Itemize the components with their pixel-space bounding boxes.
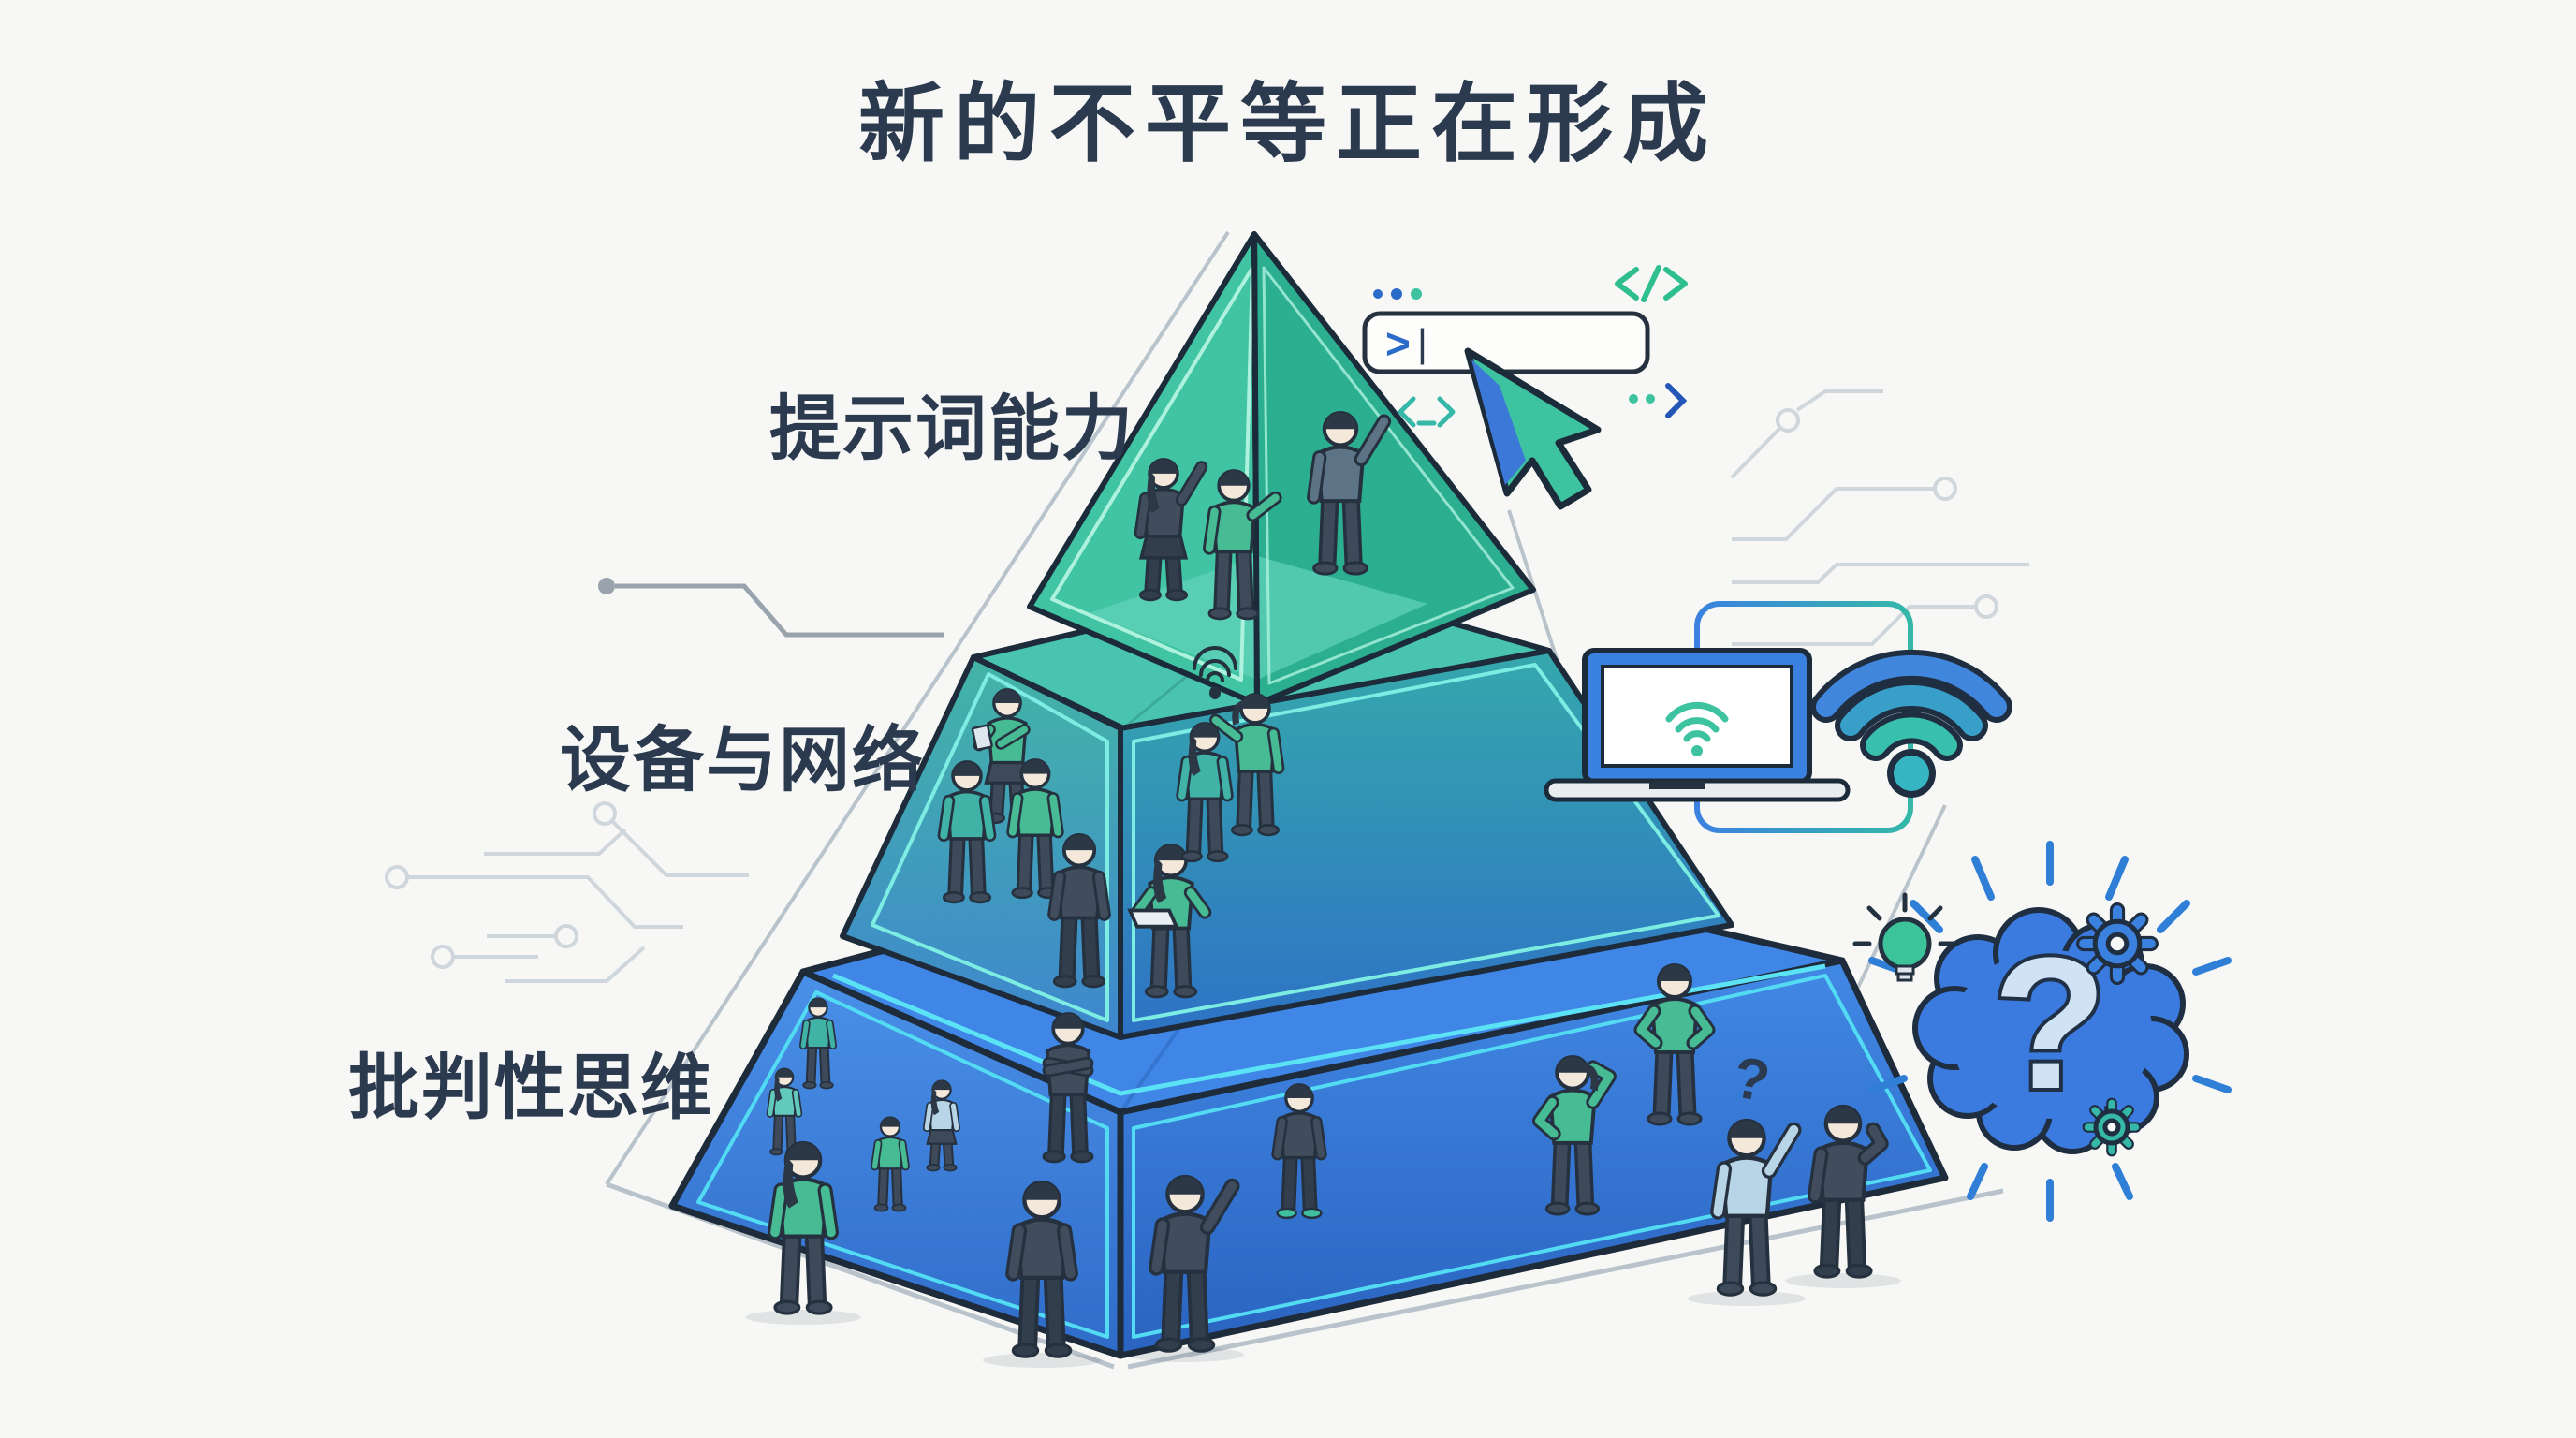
person-figure [1532, 1055, 1617, 1216]
code-tag-icon [1615, 265, 1688, 302]
label-device-network: 设备与网络 [560, 721, 925, 800]
brain-question-mark: ? [1993, 919, 2107, 1128]
person-figure [1633, 963, 1716, 1126]
cursor-arrow-icon[interactable] [1464, 347, 1602, 510]
wifi-small-icon [1193, 646, 1237, 699]
person-figure [1176, 722, 1234, 863]
person-figure [1203, 469, 1282, 621]
person-figure [1149, 1174, 1240, 1353]
person-figure [1047, 833, 1111, 989]
ellipsis-dots-icon [1373, 288, 1422, 300]
person-figure [1307, 410, 1392, 576]
person-figure [1006, 758, 1064, 900]
pyramid-tier-top [1027, 231, 1536, 707]
leader-line [598, 578, 944, 638]
person-figure [922, 1079, 961, 1172]
person-figure [871, 1116, 910, 1212]
person-figure [798, 997, 838, 1090]
laptop-icon [1544, 648, 1851, 802]
wifi-screen-icon [1665, 701, 1729, 756]
person-figure [1127, 844, 1212, 999]
people-figures [745, 410, 1901, 1368]
person-figure [1209, 693, 1285, 837]
circuit-trace-left-icon [385, 801, 749, 983]
brain-icon [1912, 907, 2189, 1154]
page-title: 新的不平等正在形成 [857, 77, 1718, 172]
person-figure [1807, 1104, 1889, 1279]
person-figure [1710, 1118, 1802, 1297]
prompt-chevron: > [1385, 319, 1411, 368]
wifi-icon [1810, 649, 2012, 798]
cursor-trail-dots-icon [1629, 383, 1688, 418]
prompt-caret-icon: | [1417, 321, 1427, 365]
lightbulb-icon [1852, 892, 1957, 982]
label-critical-thinking: 批判性思维 [348, 1049, 713, 1128]
label-prompt-skill: 提示词能力 [769, 389, 1134, 469]
gear-icons [2076, 902, 2159, 1157]
person-figure [1271, 1083, 1327, 1220]
person-figure [937, 760, 997, 904]
terminal-tag-icon [1398, 396, 1456, 428]
circuit-trace-right-icon [1730, 389, 2029, 646]
prompt-input-box[interactable]: > | [1362, 311, 1650, 374]
person-figure [1005, 1180, 1078, 1358]
person-figure [1134, 458, 1208, 602]
person-figure [1042, 1012, 1094, 1164]
person-figure [767, 1140, 840, 1315]
